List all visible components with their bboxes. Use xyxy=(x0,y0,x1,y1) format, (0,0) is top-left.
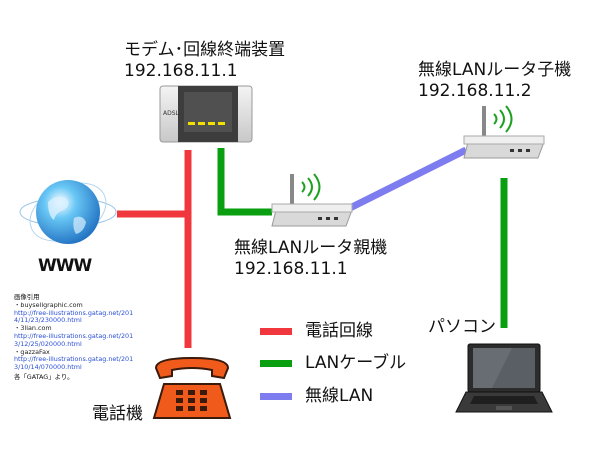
legend-label: LANケーブル xyxy=(305,353,407,373)
wifi-signal-icon xyxy=(493,113,498,125)
credit-url[interactable]: http://free-illustrations.gatag.net/2013… xyxy=(14,355,134,372)
modem-title: モデム･回線終端装置 xyxy=(124,40,286,60)
modem-led xyxy=(208,122,215,125)
wifi-signal-icon xyxy=(301,181,306,193)
router-child-title: 無線LANルータ子機 xyxy=(418,60,572,80)
image-credits: 画像引用 ・buysellgraphic.com http://free-ill… xyxy=(14,293,134,382)
globe-icon xyxy=(19,180,117,244)
router-child-ip: 192.168.11.2 xyxy=(418,81,532,101)
router-parent-device xyxy=(271,173,353,227)
credit-url[interactable]: http://free-illustrations.gatag.net/2013… xyxy=(14,331,134,348)
legend-label: 電話回線 xyxy=(305,321,373,341)
credit-source: ・3lian.com xyxy=(14,324,52,333)
modem-led xyxy=(198,122,205,125)
router-parent-title: 無線LANルータ親機 xyxy=(234,238,388,258)
wireless-link xyxy=(348,146,468,212)
modem-device: ADSL xyxy=(159,85,253,143)
credits-footer: 各「GATAG」より。 xyxy=(14,372,74,381)
globe-label: WWW xyxy=(38,256,92,276)
modem-badge: ADSL xyxy=(163,110,180,117)
laptop-icon xyxy=(455,343,553,413)
router-child-device xyxy=(463,105,545,159)
legend-label: 無線LAN xyxy=(305,386,374,406)
telephone-icon xyxy=(152,356,232,419)
phone-label: 電話機 xyxy=(92,404,143,424)
legend-swatch xyxy=(260,328,292,335)
legend-swatch xyxy=(260,393,292,400)
legend-swatch xyxy=(260,360,292,367)
lan-cable-modem-router xyxy=(217,148,272,216)
modem-ip: 192.168.11.1 xyxy=(124,61,238,81)
credit-source: ・buysellgraphic.com xyxy=(14,300,83,309)
modem-led xyxy=(218,122,225,125)
modem-led xyxy=(188,122,195,125)
credit-url[interactable]: http://free-illustrations.gatag.net/2014… xyxy=(14,308,134,325)
pc-label: パソコン xyxy=(428,317,496,337)
credit-source: ・gazzaFax xyxy=(14,347,50,356)
credits-heading: 画像引用 xyxy=(14,293,40,301)
router-parent-ip: 192.168.11.1 xyxy=(234,259,348,279)
